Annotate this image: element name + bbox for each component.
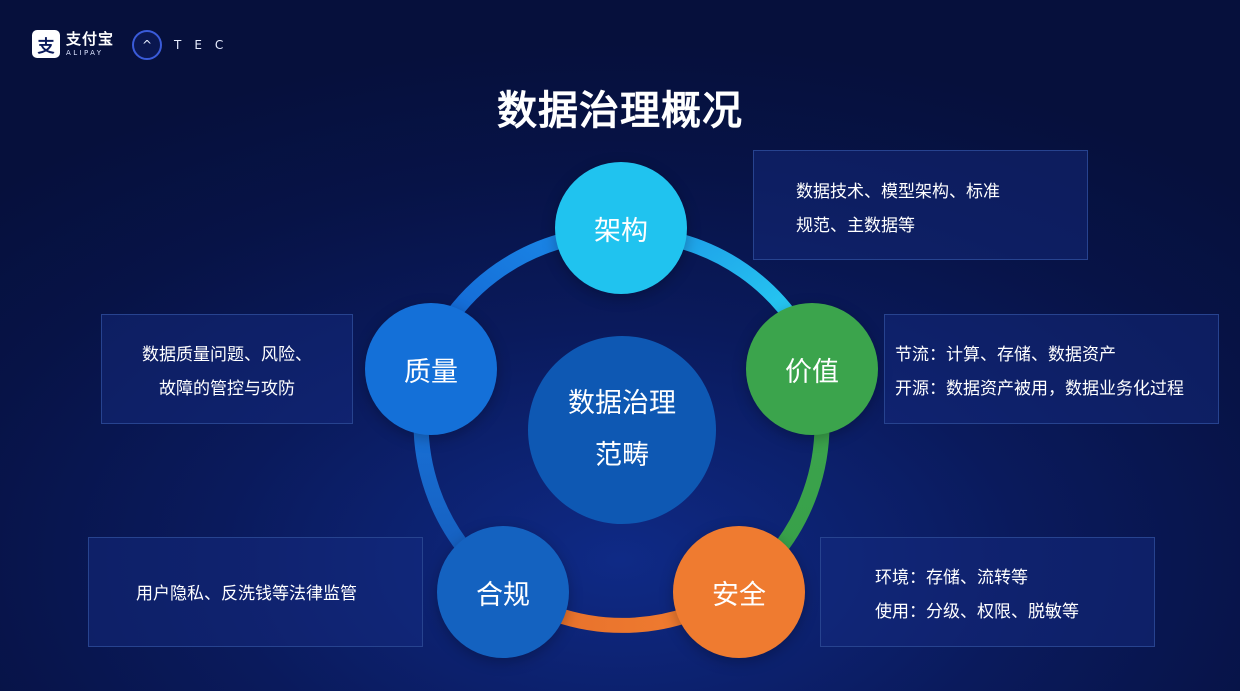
- tec-ring-icon: ^: [132, 30, 162, 60]
- desc-architecture-line2: 规范、主数据等: [796, 216, 915, 236]
- node-security: 安全: [673, 526, 805, 658]
- node-architecture-label: 架构: [594, 215, 648, 247]
- ring-segment-value-security: [766, 412, 830, 564]
- center-line2: 范畴: [595, 440, 649, 471]
- desc-value-line2: 开源：数据资产被用，数据业务化过程: [895, 379, 1184, 399]
- node-compliance: 合规: [437, 526, 569, 658]
- desc-box-security: 环境：存储、流转等 使用：分级、权限、脱敏等: [820, 537, 1155, 647]
- center-line1: 数据治理: [568, 388, 676, 419]
- alipay-logo: 支 支付宝 ALIPAY: [32, 30, 114, 58]
- alipay-logo-icon: 支: [32, 30, 60, 58]
- ring-segment-compliance-quality: [413, 412, 475, 560]
- center-circle: 数据治理 范畴: [528, 336, 716, 524]
- alipay-logo-text: 支付宝 ALIPAY: [66, 29, 115, 57]
- brand-cn: 支付宝: [66, 29, 115, 48]
- node-value: 价值: [746, 303, 878, 435]
- desc-compliance-line1: 用户隐私、反洗钱等法律监管: [136, 584, 357, 604]
- node-quality: 质量: [365, 303, 497, 435]
- node-value-label: 价值: [785, 356, 839, 388]
- desc-security-line1: 环境：存储、流转等: [875, 568, 1028, 588]
- tec-logo: ^ TEC: [132, 30, 236, 60]
- desc-value-line1: 节流：计算、存储、数据资产: [895, 345, 1116, 365]
- desc-box-compliance: 用户隐私、反洗钱等法律监管: [88, 537, 423, 647]
- node-compliance-label: 合规: [476, 579, 530, 611]
- ring-segment-quality-architecture: [439, 231, 577, 331]
- node-security-label: 安全: [712, 579, 766, 611]
- brand-en: ALIPAY: [66, 48, 104, 57]
- desc-box-quality: 数据质量问题、风险、 故障的管控与攻防: [101, 314, 353, 424]
- desc-box-value: 节流：计算、存储、数据资产 开源：数据资产被用，数据业务化过程: [884, 314, 1219, 424]
- page-title: 数据治理概况: [497, 88, 743, 134]
- desc-box-architecture: 数据技术、模型架构、标准 规范、主数据等: [753, 150, 1088, 260]
- desc-quality-line2: 故障的管控与攻防: [159, 379, 295, 399]
- desc-architecture-line1: 数据技术、模型架构、标准: [796, 182, 1000, 202]
- desc-security-line2: 使用：分级、权限、脱敏等: [875, 602, 1079, 622]
- node-architecture: 架构: [555, 162, 687, 294]
- node-quality-label: 质量: [404, 356, 458, 388]
- desc-quality-line1: 数据质量问题、风险、: [142, 345, 312, 365]
- ring-segment-security-compliance: [547, 606, 698, 633]
- tec-text: TEC: [174, 38, 237, 52]
